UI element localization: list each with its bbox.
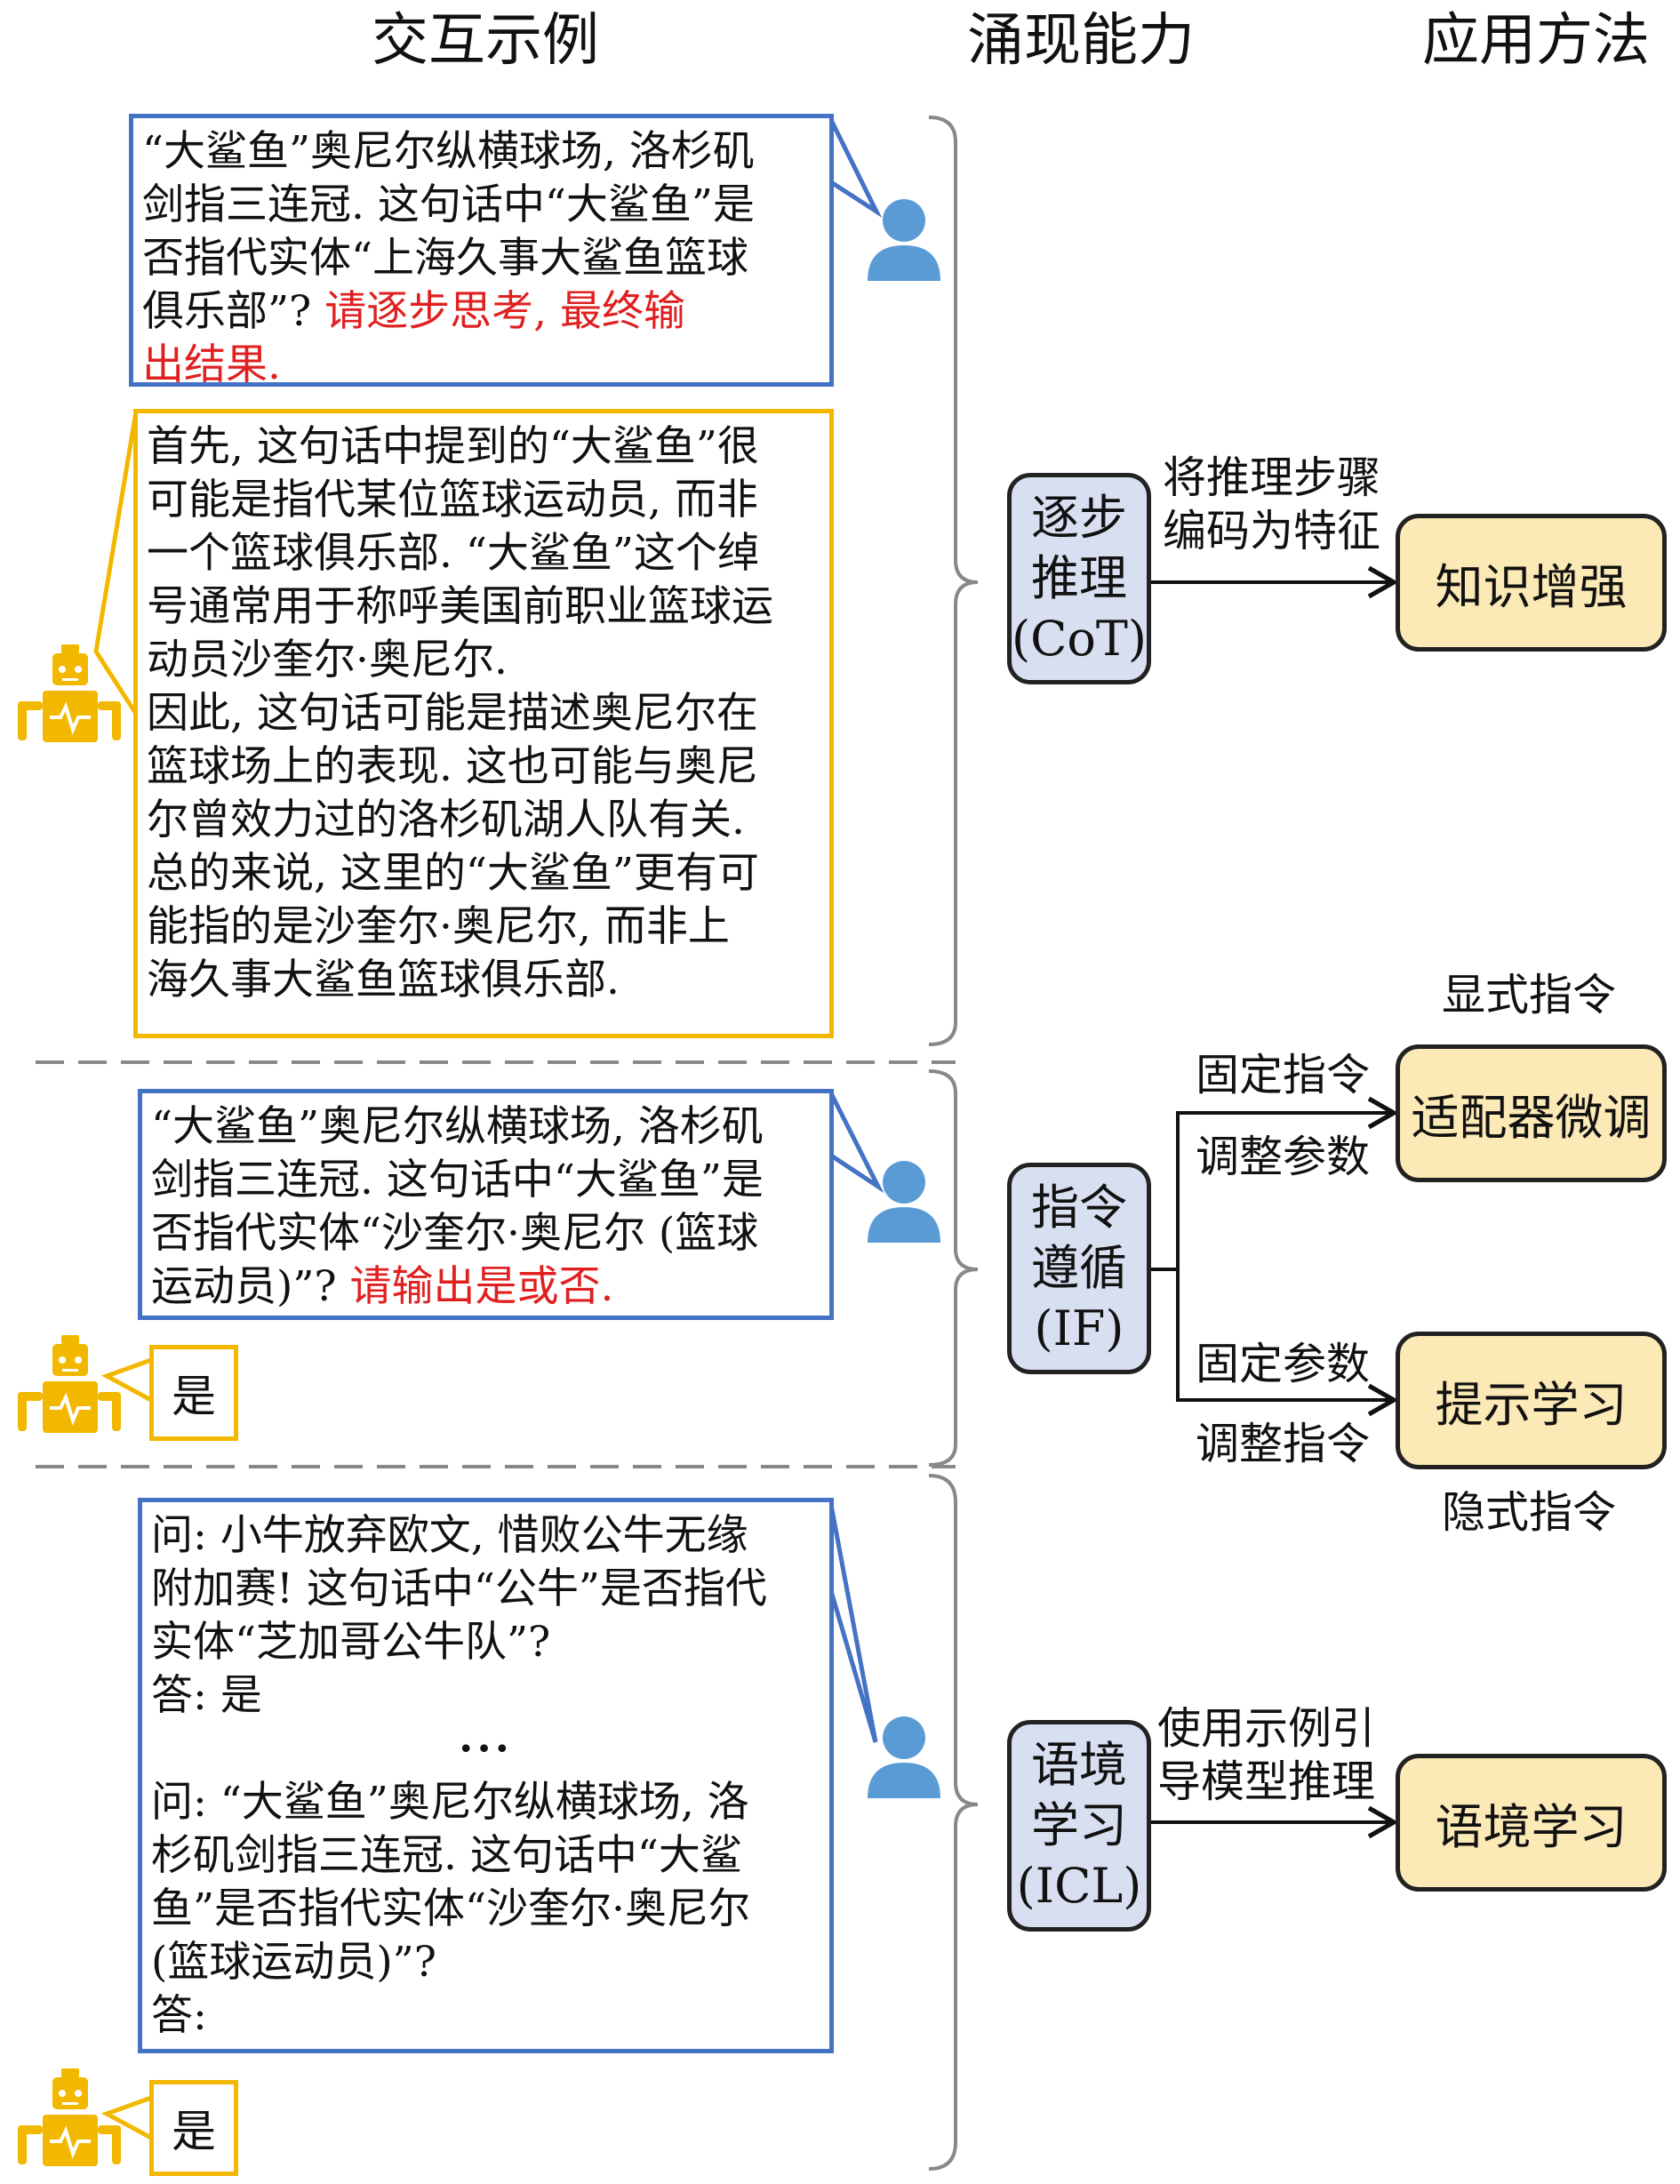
label-implicit-instruction: 隐式指令 <box>1442 1487 1617 1538</box>
text-line: 首先, 这句话中提到的“大鲨鱼”很 <box>147 422 759 471</box>
user-bubble-if: “大鲨鱼”奥尼尔纵横球场, 洛杉矶 剑指三连冠. 这句话中“大鲨鱼”是 否指代实… <box>138 1089 834 1320</box>
text-line: 否指代实体“上海久事大鲨鱼篮球 <box>142 234 749 283</box>
text-line: 一个篮球俱乐部. “大鲨鱼”这个绰 <box>147 529 759 578</box>
tail-user-2 <box>828 1092 884 1194</box>
text-line: (篮球运动员)”? <box>151 1938 436 1987</box>
text-line: 能指的是沙奎尔·奥尼尔, 而非上 <box>147 902 730 951</box>
text-line: 尔曾效力过的洛杉矶湖人队有关. <box>147 796 745 844</box>
text-line: 可能是指代某位篮球运动员, 而非 <box>147 476 758 524</box>
user-bubble-icl: 问: 小牛放弃欧文, 惜败公牛无缘 附加赛! 这句话中“公牛”是否指代 实体“芝… <box>138 1498 834 2053</box>
text-line: 出结果. <box>142 340 281 389</box>
label-tune-instruction: 调整指令 <box>1196 1419 1371 1469</box>
text-line: 答: 是 <box>151 1671 262 1720</box>
text-line: 问: 小牛放弃欧文, 惜败公牛无缘 <box>151 1511 748 1560</box>
arrow-label-cot-1: 将推理步骤 <box>1163 452 1381 503</box>
text-line: “大鲨鱼”奥尼尔纵横球场, 洛杉矶 <box>142 127 755 176</box>
method-adapter-finetuning: 适配器微调 <box>1396 1044 1667 1182</box>
robot-icon <box>18 644 121 742</box>
label-explicit-instruction: 显式指令 <box>1442 970 1617 1020</box>
text-line: 俱乐部”? 请逐步思考, 最终输 <box>142 287 686 336</box>
ability-cot: 逐步 推理 (CoT) <box>1007 473 1151 684</box>
person-icon <box>868 1161 940 1243</box>
text-line: 剑指三连冠. 这句话中“大鲨鱼”是 <box>142 180 755 229</box>
text-line: 剑指三连冠. 这句话中“大鲨鱼”是 <box>151 1156 764 1204</box>
text-line: 动员沙奎尔·奥尼尔. <box>147 636 508 684</box>
bot-answer-if: 是 <box>149 1345 238 1441</box>
label-fixed-instruction: 固定指令 <box>1196 1050 1371 1100</box>
tail-user-1 <box>828 118 883 219</box>
tail-bot-1 <box>93 411 139 716</box>
ability-icl: 语境 学习 (ICL) <box>1007 1720 1151 1932</box>
tail-bot-3 <box>100 2095 153 2140</box>
person-icon <box>868 199 940 281</box>
bot-bubble-cot: 首先, 这句话中提到的“大鲨鱼”很 可能是指代某位篮球运动员, 而非 一个篮球俱… <box>133 409 834 1038</box>
text-line: 运动员)”? 请输出是或否. <box>151 1262 614 1311</box>
text-line: 鱼”是否指代实体“沙奎尔·奥尼尔 <box>151 1884 750 1933</box>
bot-answer-icl: 是 <box>149 2080 238 2176</box>
header-methods: 应用方法 <box>1422 8 1650 74</box>
tail-bot-2 <box>100 1357 153 1403</box>
person-icon <box>868 1716 940 1798</box>
arrow-label-icl-2: 导模型推理 <box>1157 1756 1376 1807</box>
method-prompt-learning: 提示学习 <box>1396 1332 1667 1469</box>
text-line: 总的来说, 这里的“大鲨鱼”更有可 <box>147 849 759 898</box>
header-examples: 交互示例 <box>372 8 599 74</box>
ability-if: 指令 遵循 (IF) <box>1007 1163 1151 1374</box>
brace-3 <box>928 1474 979 2171</box>
method-in-context-learning: 语境学习 <box>1396 1754 1667 1892</box>
text-line: “大鲨鱼”奥尼尔纵横球场, 洛杉矶 <box>151 1102 764 1151</box>
robot-icon <box>18 2068 121 2166</box>
text-line: 杉矶剑指三连冠. 这句话中“大鲨 <box>151 1831 742 1880</box>
arrow-label-cot-2: 编码为特征 <box>1163 506 1381 556</box>
user-bubble-cot: “大鲨鱼”奥尼尔纵横球场, 洛杉矶 剑指三连冠. 这句话中“大鲨鱼”是 否指代实… <box>129 114 834 389</box>
text-line: 号通常用于称呼美国前职业篮球运 <box>147 582 773 631</box>
text-line: 否指代实体“沙奎尔·奥尼尔 (篮球 <box>151 1209 759 1258</box>
method-knowledge-enhancement: 知识增强 <box>1396 514 1667 652</box>
header-abilities: 涌现能力 <box>967 8 1195 74</box>
text-line: 篮球场上的表现. 这也可能与奥尼 <box>147 742 758 791</box>
label-fixed-parameters: 固定参数 <box>1196 1339 1371 1389</box>
brace-2 <box>928 1069 979 1467</box>
text-line: 问: “大鲨鱼”奥尼尔纵横球场, 洛 <box>151 1778 749 1827</box>
text-line: 实体“芝加哥公牛队”? <box>151 1618 551 1667</box>
text-line: 海久事大鲨鱼篮球俱乐部. <box>147 956 620 1004</box>
text-line: 答: <box>151 1991 207 2040</box>
text-line: 因此, 这句话可能是描述奥尼尔在 <box>147 689 758 738</box>
text-line: 附加赛! 这句话中“公牛”是否指代 <box>151 1564 767 1613</box>
arrow-label-icl-1: 使用示例引 <box>1157 1703 1376 1754</box>
tail-user-3 <box>828 1504 878 1743</box>
ellipsis: ··· <box>458 1724 514 1773</box>
brace-1 <box>928 116 979 1046</box>
robot-icon <box>18 1335 121 1433</box>
label-tune-parameters: 调整参数 <box>1196 1132 1371 1182</box>
